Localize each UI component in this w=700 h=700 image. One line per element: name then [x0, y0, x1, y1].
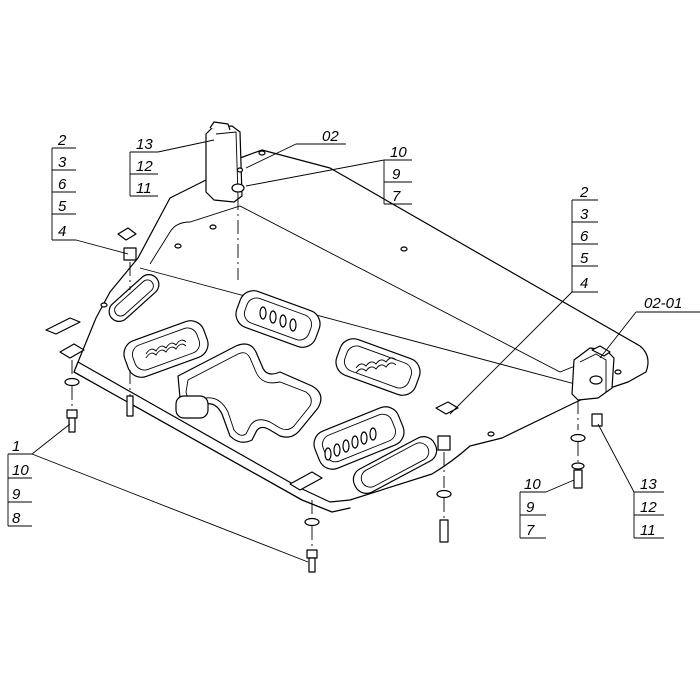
callout-2-left: 2 [57, 132, 67, 149]
bracket-02-01 [571, 345, 615, 401]
hardware-left-front [45, 317, 85, 433]
callout-4-left: 4 [58, 223, 66, 240]
callout-02-01: 02-01 [644, 295, 682, 312]
callout-5-left: 5 [58, 198, 67, 215]
hardware-left-top [117, 227, 137, 290]
callout-1-bottom-left: 1 [12, 438, 20, 455]
slot-row-lower [324, 427, 377, 461]
callout-10-top: 10 [390, 144, 407, 161]
callout-labels: 13 12 11 02 10 9 7 2 3 6 5 4 2 3 6 5 4 0… [12, 128, 682, 539]
callout-5-right: 5 [580, 250, 589, 267]
callout-11-top: 11 [136, 180, 152, 197]
callout-3-right: 3 [580, 206, 589, 223]
stiffening-recesses [108, 274, 438, 494]
callout-7-bottom-mid: 7 [526, 522, 535, 539]
callout-02: 02 [322, 128, 339, 145]
callout-8-bottom-left: 8 [12, 510, 21, 527]
bracket-02 [205, 121, 245, 280]
callout-4-right: 4 [580, 275, 588, 292]
callout-9-top: 9 [392, 166, 401, 183]
hardware-bolt-under [126, 370, 134, 417]
callout-7-top: 7 [392, 188, 401, 205]
callout-10-bottom-mid: 10 [524, 476, 541, 493]
callout-13-top: 13 [136, 136, 153, 153]
callout-12-top: 12 [136, 158, 153, 175]
callout-9-bottom-mid: 9 [526, 499, 535, 516]
hardware-right-center [435, 401, 459, 543]
skid-plate [73, 149, 649, 513]
callout-11-bottom-right: 11 [640, 522, 656, 539]
hardware-front-center [289, 471, 323, 573]
callout-10-bottom-left: 10 [12, 462, 29, 479]
callout-6-left: 6 [58, 176, 67, 193]
leader-lines [7, 139, 700, 563]
slot-row-upper [259, 306, 297, 332]
hardware-right-rear [570, 400, 603, 489]
callout-6-right: 6 [580, 228, 589, 245]
callout-2-right: 2 [579, 184, 589, 201]
callout-9-bottom-left: 9 [12, 486, 21, 503]
callout-13-bottom-right: 13 [640, 476, 657, 493]
callout-3-left: 3 [58, 154, 67, 171]
callout-12-bottom-right: 12 [640, 499, 657, 516]
